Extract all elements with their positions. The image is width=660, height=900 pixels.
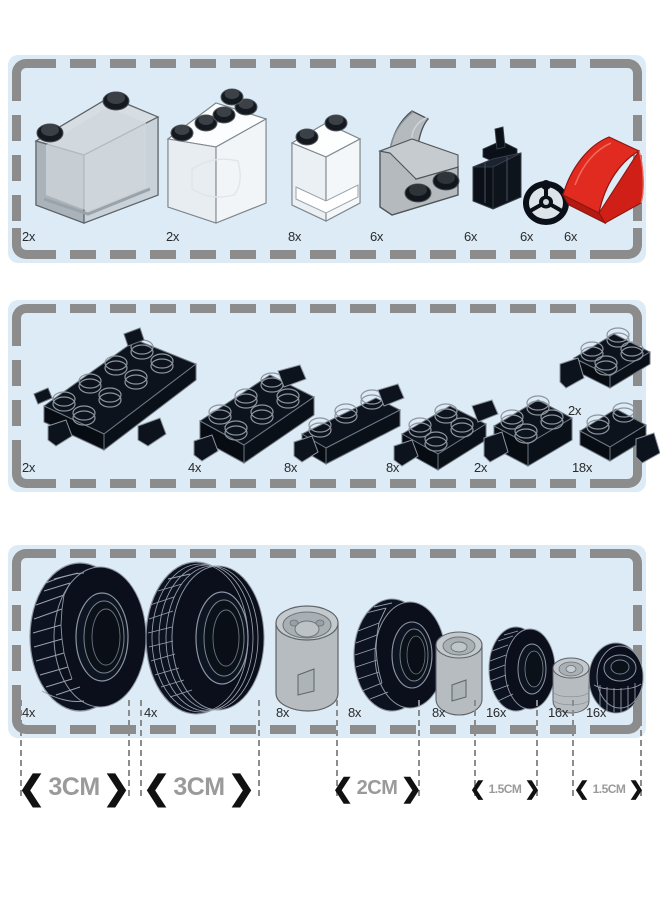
- measure-label: 1.5CM: [488, 782, 522, 796]
- qty-gray-wheel-hub-large: 8x: [276, 705, 290, 720]
- qty-black-offroad-tire-large: 4x: [22, 705, 36, 720]
- part-art-black-plate-1x2-with-pin: [560, 395, 660, 475]
- measure-label: 1.5CM: [592, 782, 626, 796]
- qty-black-brick-2x2-with-pin: 2x: [474, 460, 488, 475]
- qty-black-ribbed-tire-large: 4x: [144, 705, 158, 720]
- part-art-gray-wheel-hub-medium: [430, 627, 488, 719]
- qty-black-brick-2x4-with-pins: 4x: [188, 460, 202, 475]
- chevron-left-icon: ❮: [469, 778, 486, 800]
- part-art-black-ribbed-tire-large: [138, 553, 273, 723]
- chevron-left-icon: ❮: [17, 768, 46, 806]
- guide-line-3: [140, 700, 142, 796]
- qty-trans-clear-panel-1x2x3: 8x: [288, 229, 302, 244]
- measure-3cm-a: ❮ 3CM ❯: [17, 768, 131, 806]
- measure-label: 2CM: [356, 777, 398, 799]
- measure-1-5cm-b: ❮ 1.5CM ❯: [574, 778, 645, 800]
- part-art-black-offroad-tire-medium: [348, 593, 453, 718]
- part-art-black-brick-2x4-with-pins: [178, 355, 328, 470]
- chevron-right-icon: ❯: [227, 768, 256, 806]
- qty-light-gray-seat-2x2: 6x: [370, 229, 384, 244]
- part-art-black-seat-lever-1x2: [463, 123, 533, 228]
- qty-black-brick-2x2-with-pins: 8x: [386, 460, 400, 475]
- part-art-trans-clear-panel-1x2x3: [280, 99, 370, 229]
- part-art-black-brick-2x2-with-pin: [468, 382, 578, 477]
- guide-line-10: [640, 700, 642, 796]
- measure-label: 3CM: [173, 772, 225, 801]
- qty-gray-wheel-hub-small: 16x: [548, 705, 569, 720]
- chevron-right-icon: ❯: [400, 773, 423, 803]
- chevron-left-icon: ❮: [573, 778, 590, 800]
- part-art-black-brick-2x2-with-pins: [380, 388, 500, 478]
- guide-line-2: [128, 700, 130, 796]
- guide-line-1: [20, 700, 22, 796]
- guide-line-4: [258, 700, 260, 796]
- guide-line-6: [418, 700, 420, 796]
- panel-tires-rims-and-wheels: 4x 4x: [8, 545, 646, 738]
- guide-line-7: [474, 700, 476, 796]
- qty-trans-clear-windscreen-4x4x3: 2x: [166, 229, 180, 244]
- part-art-black-offroad-tire-large: [22, 555, 152, 720]
- part-art-black-tire-narrow-small: [586, 641, 648, 719]
- part-art-gray-wheel-hub-small: [548, 653, 594, 718]
- chevron-right-icon: ❯: [102, 768, 131, 806]
- qty-black-plate-1x2-with-pin: 18x: [572, 460, 593, 475]
- panel-black-plates-and-bricks: 2x 4x: [8, 300, 660, 492]
- qty-trans-black-windscreen-6x4x2: 2x: [22, 229, 36, 244]
- part-art-gray-wheel-hub-large: [270, 603, 345, 718]
- chevron-left-icon: ❮: [142, 768, 171, 806]
- part-art-trans-black-windscreen-6x4x2: [18, 83, 168, 228]
- qty-black-steering-wheel: 6x: [520, 229, 534, 244]
- panel-windscreens-seats-and-slopes: 2x 2x: [8, 55, 646, 263]
- qty-red-curved-slope-2x2: 6x: [564, 229, 578, 244]
- part-art-red-curved-slope-2x2: [553, 133, 658, 233]
- chevron-left-icon: ❮: [331, 773, 354, 803]
- part-art-black-offroad-tire-small: [486, 623, 561, 718]
- qty-black-offroad-tire-small: 16x: [486, 705, 507, 720]
- qty-gray-wheel-hub-medium: 8x: [432, 705, 446, 720]
- measure-1-5cm-a: ❮ 1.5CM ❯: [470, 778, 541, 800]
- part-art-light-gray-seat-2x2: [366, 91, 471, 226]
- chevron-right-icon: ❯: [524, 778, 541, 800]
- chevron-right-icon: ❯: [628, 778, 645, 800]
- part-art-trans-clear-windscreen-4x4x3: [158, 77, 283, 227]
- measure-3cm-b: ❮ 3CM ❯: [140, 770, 258, 804]
- qty-black-plate-2x6-with-pins: 2x: [22, 460, 36, 475]
- measure-2cm: ❮ 2CM ❯: [332, 774, 422, 802]
- part-art-black-plate-2x6-with-pins: [20, 322, 210, 457]
- part-art-black-plate-2x2-with-clip: [546, 318, 656, 403]
- qty-black-brick-1x4-with-pins: 8x: [284, 460, 298, 475]
- qty-black-plate-2x2-with-clip: 2x: [568, 403, 582, 418]
- qty-black-seat-lever-1x2: 6x: [464, 229, 478, 244]
- guide-line-9: [572, 700, 574, 796]
- guide-line-8: [536, 700, 538, 796]
- part-art-black-brick-1x4-with-pins: [280, 378, 420, 473]
- part-art-black-steering-wheel: [518, 173, 574, 229]
- qty-black-tire-narrow-small: 16x: [586, 705, 607, 720]
- qty-black-offroad-tire-medium: 8x: [348, 705, 362, 720]
- guide-line-5: [336, 700, 338, 796]
- measure-label: 3CM: [48, 772, 100, 801]
